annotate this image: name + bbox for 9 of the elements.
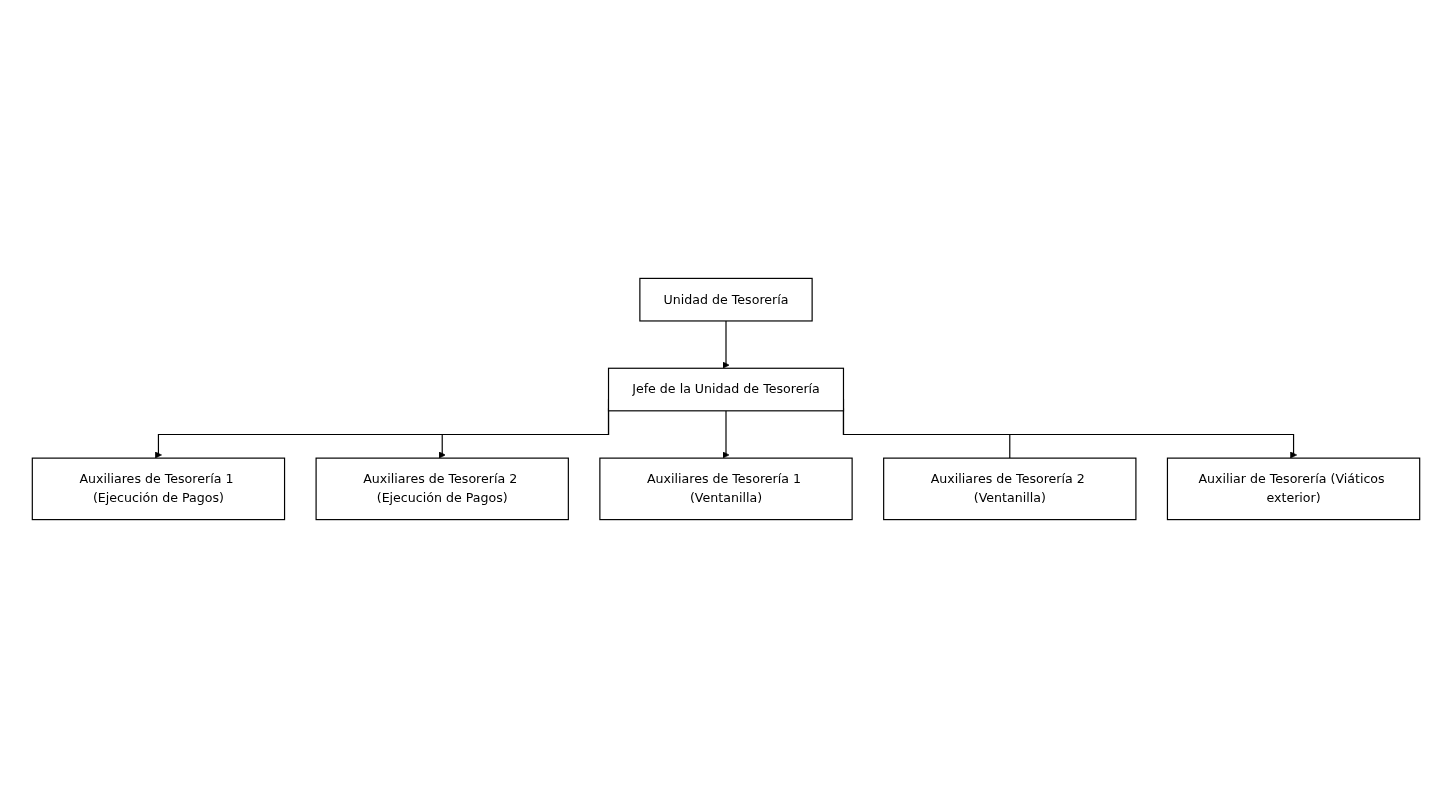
node-box: Auxiliares de Tesorería 2 (Ventanilla) [882, 457, 1136, 521]
node-box: Auxiliar de Tesorería (Viáticos exterior) [1166, 457, 1420, 521]
node-box: Auxiliares de Tesorería 2 (Ejecución de Pagos) [315, 457, 569, 521]
node-box: Auxiliares de Tesorería 1 (Ventanilla) [598, 457, 853, 521]
node-box: Unidad de Tesorería [638, 277, 813, 322]
arrow [722, 410, 729, 459]
arrow [722, 320, 729, 369]
node-box: Jefe de la Unidad de Tesorería [607, 367, 844, 412]
node-box: Auxiliares de Tesorería 1 (Ejecución de Pagos) [31, 457, 285, 521]
